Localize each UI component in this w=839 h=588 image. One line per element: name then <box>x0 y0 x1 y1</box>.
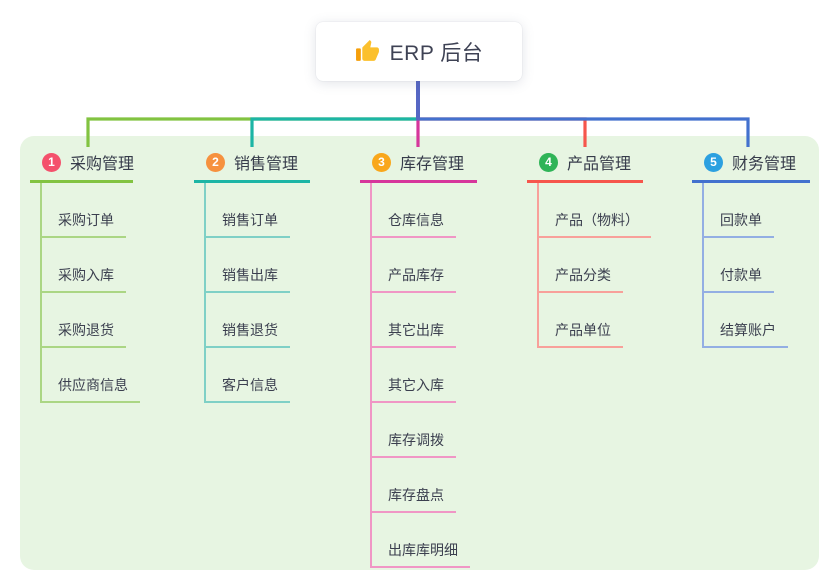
mindmap-node-label: 销售退货 <box>206 320 290 348</box>
branch-title: 库存管理 <box>400 156 465 173</box>
mindmap-node-item[interactable]: 付款单 <box>704 238 810 293</box>
mindmap-node-label: 仓库信息 <box>372 210 456 238</box>
mindmap-node-label: 回款单 <box>704 210 774 238</box>
mindmap-node-item[interactable]: 产品单位 <box>539 293 643 348</box>
mindmap-node-label: 其它入库 <box>372 375 456 403</box>
branch-header-4[interactable]: 4 产品管理 <box>527 150 643 183</box>
branch-badge: 5 <box>704 152 723 172</box>
branch-header-5[interactable]: 5 财务管理 <box>692 150 810 183</box>
branch-column-5: 5 财务管理回款单付款单结算账户 <box>692 150 810 348</box>
branch-column-4: 4 产品管理产品（物料） 产品分类产品单位 <box>527 150 651 348</box>
mindmap-node-item[interactable]: 其它入库 <box>372 348 477 403</box>
branch-badge: 2 <box>206 152 225 172</box>
mindmap-node-item[interactable]: 销售订单 <box>206 183 310 238</box>
mindmap-node-item[interactable]: 仓库信息 <box>372 183 477 238</box>
mindmap-node-label: 付款单 <box>704 265 774 293</box>
mindmap-node-label: 产品（物料） <box>539 210 651 238</box>
mindmap-node-label: 销售出库 <box>206 265 290 293</box>
branch-column-3: 3 库存管理仓库信息产品库存其它出库其它入库库存调拨库存盘点出库库明细 <box>360 150 477 568</box>
mindmap-node-item[interactable]: 销售退货 <box>206 293 310 348</box>
mindmap-node-item[interactable]: 客户信息 <box>206 348 310 403</box>
mindmap-node-label: 采购订单 <box>42 210 126 238</box>
root-node-label: ERP 后台 <box>389 41 484 65</box>
mindmap-node-label: 客户信息 <box>206 375 290 403</box>
mindmap-node-label: 销售订单 <box>206 210 290 238</box>
mindmap-node-item[interactable]: 销售出库 <box>206 238 310 293</box>
branch-title: 销售管理 <box>234 156 299 173</box>
branch-header-3[interactable]: 3 库存管理 <box>360 150 477 183</box>
mindmap-branch-panel <box>20 136 819 570</box>
mindmap-node-item[interactable]: 回款单 <box>704 183 810 238</box>
mindmap-node-label: 出库库明细 <box>372 540 470 568</box>
mindmap-node-item[interactable]: 采购入库 <box>42 238 133 293</box>
branch-header-2[interactable]: 2 销售管理 <box>194 150 310 183</box>
mindmap-node-item[interactable]: 采购退货 <box>42 293 133 348</box>
branch-items: 采购订单采购入库采购退货供应商信息 <box>40 183 140 403</box>
mindmap-node-label: 库存盘点 <box>372 485 456 513</box>
branch-items: 仓库信息产品库存其它出库其它入库库存调拨库存盘点出库库明细 <box>370 183 477 568</box>
mindmap-node-item[interactable]: 供应商信息 <box>42 348 140 403</box>
mindmap-node-item[interactable]: 出库库明细 <box>372 513 477 568</box>
mindmap-node-item[interactable]: 库存盘点 <box>372 458 477 513</box>
branch-title: 财务管理 <box>732 156 797 173</box>
branch-items: 产品（物料） 产品分类产品单位 <box>537 183 651 348</box>
branch-header-1[interactable]: 1 采购管理 <box>30 150 135 183</box>
branch-badge: 1 <box>42 152 61 172</box>
branch-column-2: 2 销售管理销售订单销售出库销售退货客户信息 <box>194 150 310 403</box>
mindmap-node-item[interactable]: 产品（物料） <box>539 183 651 238</box>
thumbs-up-icon <box>355 40 379 61</box>
branch-title: 采购管理 <box>70 156 135 173</box>
mindmap-node-label: 采购入库 <box>42 265 126 293</box>
mindmap-node-label: 产品单位 <box>539 320 623 348</box>
mindmap-node-item[interactable]: 库存调拨 <box>372 403 477 458</box>
mindmap-node-label: 结算账户 <box>704 320 788 348</box>
mindmap-node-item[interactable]: 采购订单 <box>42 183 133 238</box>
branch-items: 销售订单销售出库销售退货客户信息 <box>204 183 310 403</box>
branch-title: 产品管理 <box>567 156 632 173</box>
mindmap-node-label: 供应商信息 <box>42 375 140 403</box>
mindmap-node-label: 产品分类 <box>539 265 623 293</box>
mindmap-node-item[interactable]: 产品分类 <box>539 238 643 293</box>
mindmap-node-label: 其它出库 <box>372 320 456 348</box>
mindmap-node-label: 库存调拨 <box>372 430 456 458</box>
root-node-erp[interactable]: ERP 后台 <box>316 22 522 81</box>
mindmap-node-label: 产品库存 <box>372 265 456 293</box>
mindmap-node-item[interactable]: 其它出库 <box>372 293 477 348</box>
branch-badge: 4 <box>539 152 558 172</box>
mindmap-node-label: 采购退货 <box>42 320 126 348</box>
branch-items: 回款单付款单结算账户 <box>702 183 810 348</box>
mindmap-node-item[interactable]: 产品库存 <box>372 238 477 293</box>
branch-column-1: 1 采购管理采购订单采购入库采购退货供应商信息 <box>30 150 140 403</box>
branch-badge: 3 <box>372 152 391 172</box>
mindmap-node-item[interactable]: 结算账户 <box>704 293 810 348</box>
